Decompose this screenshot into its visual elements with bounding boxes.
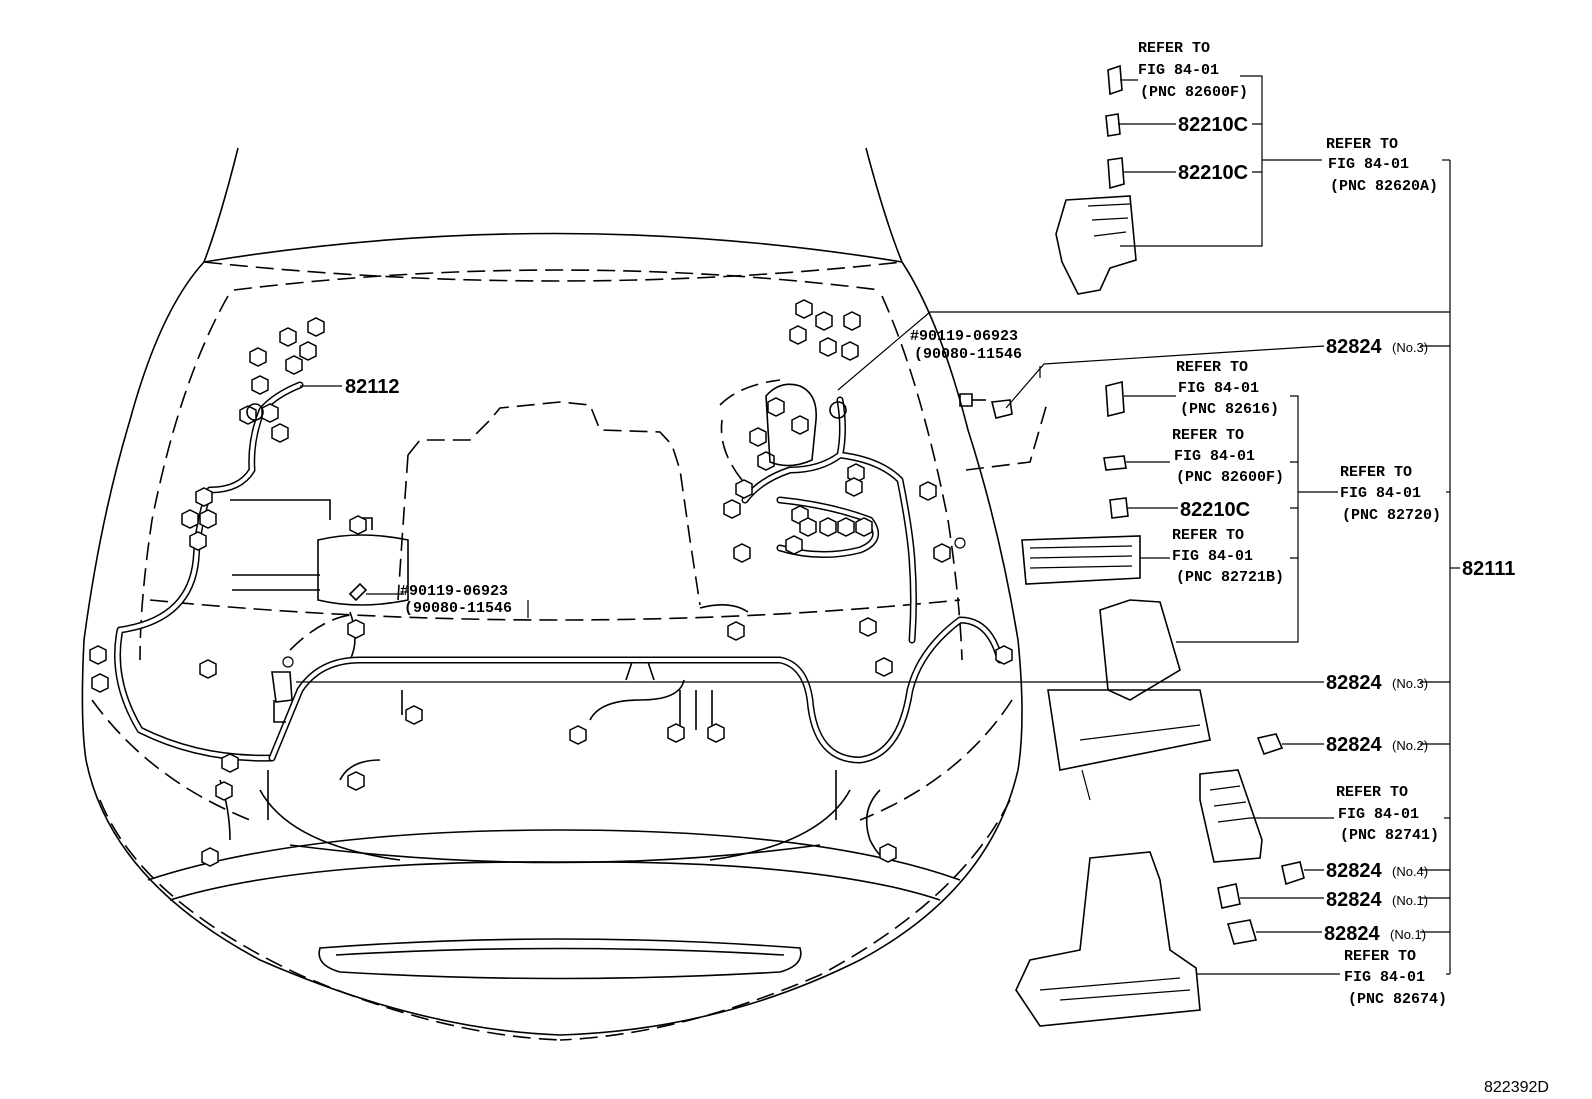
refer-6-line1: REFER TO: [1172, 527, 1244, 544]
refer-7-line1: REFER TO: [1336, 784, 1408, 801]
junction-block-icon: [1015, 851, 1201, 1027]
refer-2-line3: (PNC 82620A): [1330, 178, 1438, 195]
clamp-icon: [1217, 883, 1241, 909]
callout-82824-no1-a-tag: (No.1): [1392, 893, 1428, 908]
engine-room-harness: [114, 379, 1004, 861]
refer-1-line1: REFER TO: [1138, 40, 1210, 57]
relay-icon: [1105, 113, 1121, 137]
callout-bolt-right-part: #90119-06923: [910, 328, 1018, 345]
callout-82824-no3-top-tag: (No.3): [1392, 340, 1428, 355]
refer-3-line3: (PNC 82616): [1180, 401, 1279, 418]
callout-82824-no1-b-tag: (No.1): [1390, 927, 1426, 942]
callout-82111: 82111: [1462, 558, 1515, 580]
refer-1-line3: (PNC 82600F): [1140, 84, 1248, 101]
callout-82112: 82112: [345, 376, 400, 398]
callout-82824-no1-b: 82824: [1324, 923, 1380, 945]
refer-4-line2: FIG 84-01: [1174, 448, 1255, 465]
refer-8-line1: REFER TO: [1344, 948, 1416, 965]
leader-lines: [296, 75, 1460, 975]
callout-82824-no2: 82824: [1326, 734, 1382, 756]
callout-82824-no2-tag: (No.2): [1392, 738, 1428, 753]
clamp-icon: [1281, 861, 1305, 886]
relay-icon: [1107, 64, 1123, 96]
callout-82824-no3-mid: 82824: [1326, 672, 1382, 694]
refer-2-line2: FIG 84-01: [1328, 156, 1409, 173]
labels: 82112 #90119-06923 (90080-11546 #90119-0…: [345, 40, 1549, 1096]
refer-4-line1: REFER TO: [1172, 427, 1244, 444]
refer-5-line3: (PNC 82720): [1342, 507, 1441, 524]
engine-block: [230, 401, 749, 661]
callout-bolt-right-alt: (90080-11546: [914, 346, 1022, 363]
vehicle-body-outline: [81, 147, 1023, 1041]
refer-3-line2: FIG 84-01: [1178, 380, 1259, 397]
refer-7-line3: (PNC 82741): [1340, 827, 1439, 844]
right-components: [1015, 64, 1305, 1027]
callout-82210c-2: 82210C: [1178, 162, 1248, 184]
callout-82824-no3-mid-tag: (No.3): [1392, 676, 1428, 691]
refer-6-line2: FIG 84-01: [1172, 548, 1253, 565]
callout-82824-no4-tag: (No.4): [1392, 864, 1428, 879]
relay-icon: [1107, 157, 1125, 190]
relay-block-icon: [1199, 769, 1263, 863]
relay-icon: [1109, 497, 1129, 519]
clamp-icon: [1226, 919, 1258, 945]
callout-bolt-left-alt: (90080-11546: [404, 600, 512, 617]
refer-8-line3: (PNC 82674): [1348, 991, 1447, 1008]
refer-8-line2: FIG 84-01: [1344, 969, 1425, 986]
callout-82210c-3: 82210C: [1180, 499, 1250, 521]
relay-icon: [1103, 455, 1127, 471]
relay-block-icon: [1055, 195, 1137, 295]
refer-7-line2: FIG 84-01: [1338, 806, 1419, 823]
refer-5-line1: REFER TO: [1340, 464, 1412, 481]
connectors: [89, 299, 1049, 867]
callout-82824-no4: 82824: [1326, 860, 1382, 882]
clamp-icon: [1256, 733, 1284, 756]
refer-4-line3: (PNC 82600F): [1176, 469, 1284, 486]
refer-3-line1: REFER TO: [1176, 359, 1248, 376]
refer-6-line3: (PNC 82721B): [1176, 569, 1284, 586]
callout-82824-no1-a: 82824: [1326, 889, 1382, 911]
relay-icon: [1105, 380, 1125, 418]
callout-bolt-left-part: #90119-06923: [400, 583, 508, 600]
callout-82210c-1: 82210C: [1178, 114, 1248, 136]
refer-1-line2: FIG 84-01: [1138, 62, 1219, 79]
diagram-id: 822392D: [1484, 1079, 1549, 1096]
fuse-block-icon: [1021, 535, 1141, 585]
refer-5-line2: FIG 84-01: [1340, 485, 1421, 502]
callout-82824-no3-top: 82824: [1326, 336, 1382, 358]
refer-2-line1: REFER TO: [1326, 136, 1398, 153]
